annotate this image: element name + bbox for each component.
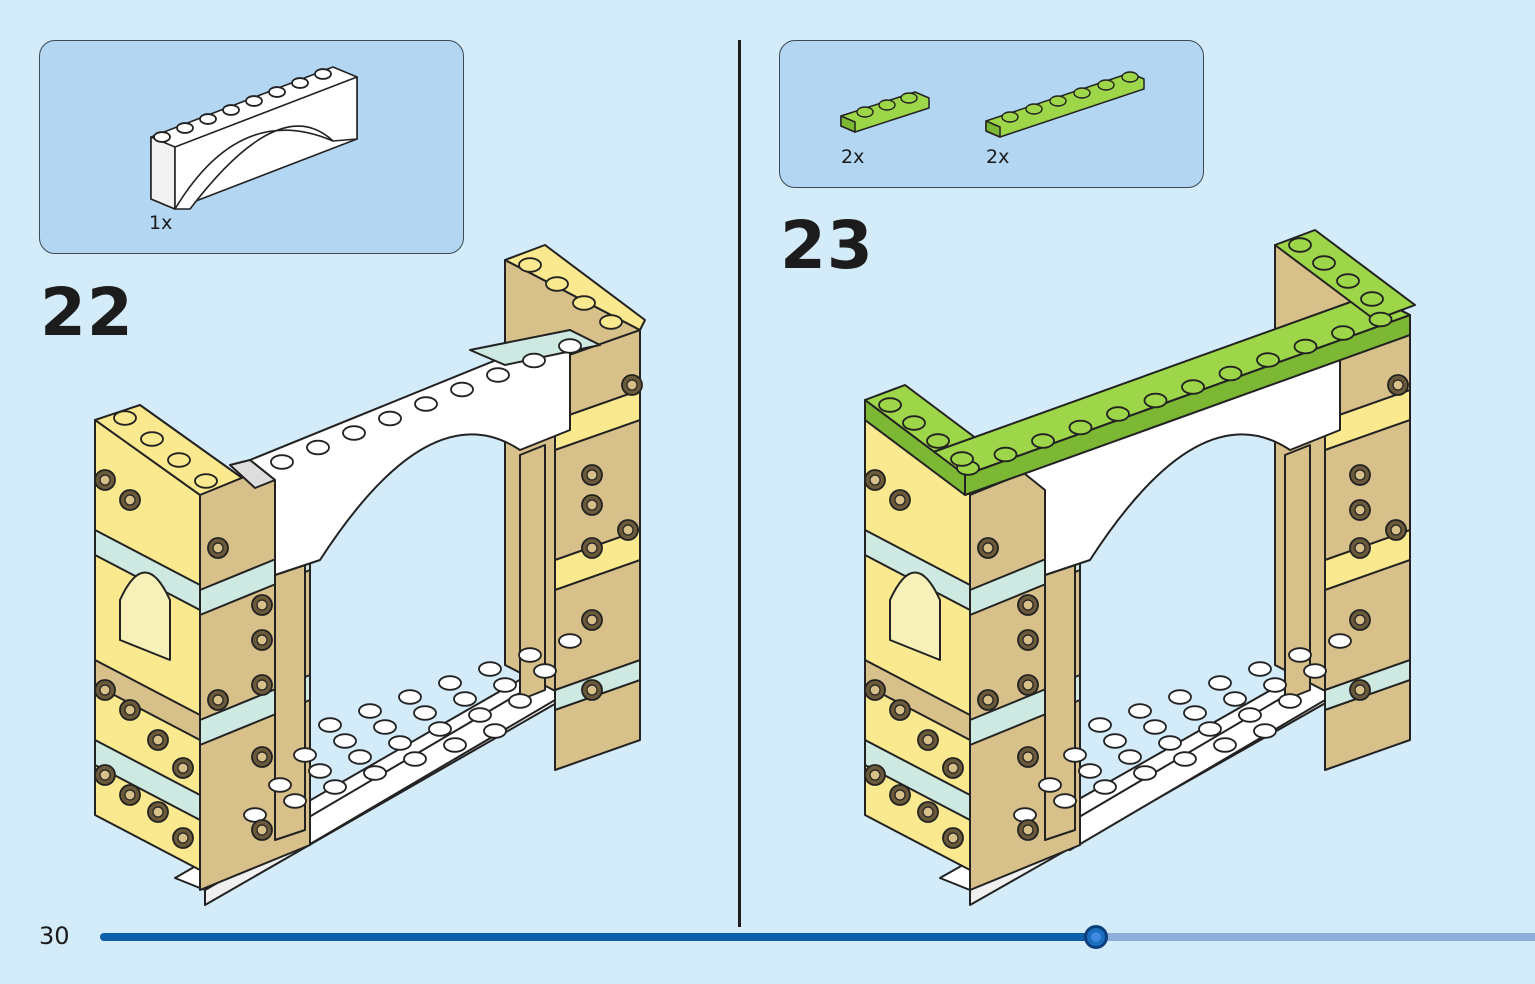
part-quantity: 1x (149, 212, 173, 234)
part-quantity: 2x (986, 146, 1010, 168)
parts-callout-step-23: 2x 2x (779, 40, 1204, 188)
part-quantity: 2x (841, 146, 865, 168)
lime-plate-1x6-icon (985, 71, 1145, 138)
lime-plate-1x3-icon (840, 91, 930, 133)
progress-bar-filled (100, 933, 1096, 941)
step-number: 22 (40, 274, 134, 351)
progress-bar-remaining (1095, 933, 1535, 941)
parts-callout-step-22: 1x (39, 40, 464, 254)
step-divider (738, 40, 741, 927)
progress-indicator (1083, 925, 1108, 949)
page-number: 30 (39, 922, 70, 950)
step-number: 23 (780, 207, 874, 284)
step-22-assembly-illustration (94, 244, 646, 906)
white-arch-brick-icon (150, 66, 358, 210)
